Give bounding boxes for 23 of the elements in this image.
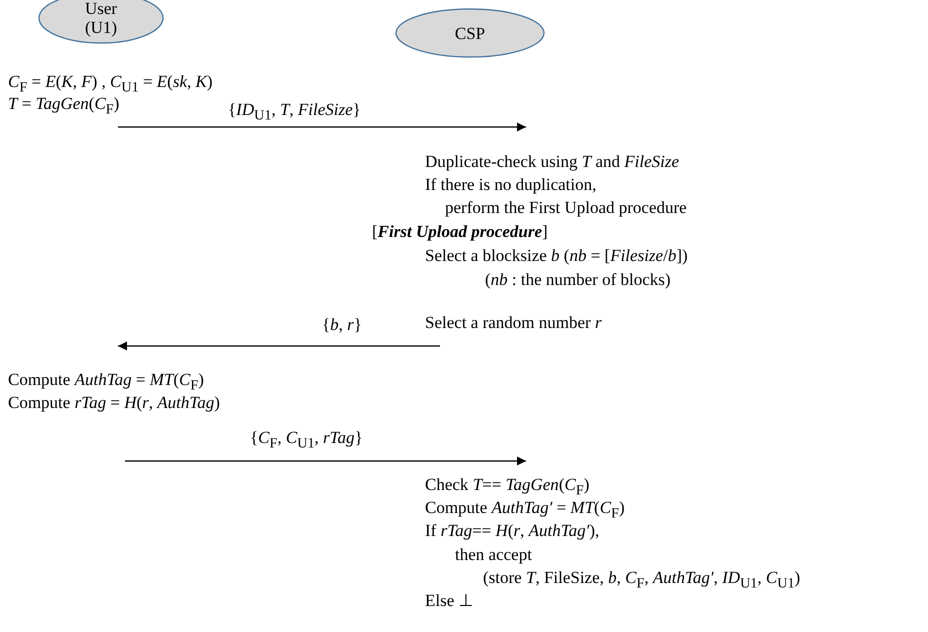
protocol-step: Duplicate-check using T and FileSize — [425, 152, 679, 172]
protocol-step: perform the First Upload procedure — [445, 198, 687, 218]
protocol-step: Compute AuthTag = MT(C$_{F}$) — [8, 370, 204, 396]
protocol-step: (nb : the number of blocks) — [485, 270, 671, 290]
protocol-step: Compute rTag = H(r, AuthTag) — [8, 393, 220, 413]
entity-name: User (U1) — [84, 0, 118, 37]
entity-name: CSP — [454, 24, 486, 42]
protocol-step: If there is no duplication, — [425, 175, 596, 195]
protocol-step: (store T, FileSize, b, C$_{F}$, AuthTag′, ID$_{U1}$, C$_{U1}$) — [483, 568, 800, 594]
edge-label: {b, r} — [322, 315, 362, 335]
protocol-step: Select a random number r — [425, 313, 602, 333]
protocol-step: If rTag== H(r, AuthTag′), — [425, 521, 600, 541]
edge-label: {ID$_{U1}$, T, FileSize} — [228, 100, 361, 126]
protocol-step: then accept — [455, 545, 532, 565]
message-arrow — [118, 122, 526, 132]
edge-label: {C$_{F}$, C$_{U1}$, rTag} — [250, 428, 363, 454]
message-arrow — [125, 456, 526, 466]
protocol-step: Else ⊥ — [425, 591, 474, 611]
protocol-step: Select a blocksize b (nb = [Filesize/b]) — [425, 246, 688, 266]
message-arrow — [118, 342, 440, 350]
protocol-step: Check T== TagGen(C$_{F}$) — [425, 475, 590, 500]
protocol-step: [First Upload procedure] — [372, 222, 548, 242]
protocol-step: Compute AuthTag′ = MT(C$_{F}$) — [425, 498, 625, 524]
